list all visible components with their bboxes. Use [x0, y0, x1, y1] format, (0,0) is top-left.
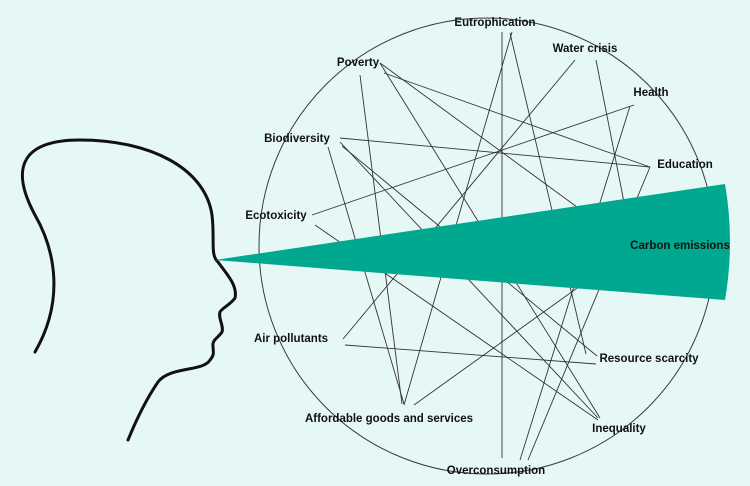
node-label-overconsumption: Overconsumption	[447, 465, 545, 477]
node-labels: Eutrophication Water crisis Health Educa…	[245, 17, 730, 477]
view-beam	[215, 184, 730, 300]
connection-eutrophication-resource-scarcity	[509, 32, 587, 355]
connection-poverty-education	[383, 72, 651, 168]
node-label-inequality: Inequality	[592, 423, 646, 435]
node-label-affordable-goods: Affordable goods and services	[305, 413, 473, 425]
connection-eutrophication-affordable-goods	[403, 31, 513, 406]
connection-air-pollutants-resource-scarcity	[344, 344, 597, 365]
connection-water-crisis-air-pollutants	[342, 59, 576, 340]
node-label-education: Education	[657, 159, 713, 171]
node-label-biodiversity: Biodiversity	[264, 133, 330, 145]
node-label-air-pollutants: Air pollutants	[254, 333, 328, 345]
node-label-health: Health	[633, 87, 668, 99]
connection-ecotoxicity-health	[311, 104, 635, 216]
node-label-resource-scarcity: Resource scarcity	[599, 353, 699, 365]
node-label-poverty: Poverty	[337, 57, 380, 69]
connection-biodiversity-inequality	[339, 141, 599, 419]
node-label-water-crisis: Water crisis	[553, 43, 618, 55]
connection-biodiversity-affordable-goods	[327, 146, 405, 405]
node-label-ecotoxicity: Ecotoxicity	[245, 210, 307, 222]
head-silhouette-icon	[20, 138, 237, 442]
node-label-carbon-emissions: Carbon emissions	[630, 240, 730, 252]
node-label-eutrophication: Eutrophication	[454, 17, 535, 29]
